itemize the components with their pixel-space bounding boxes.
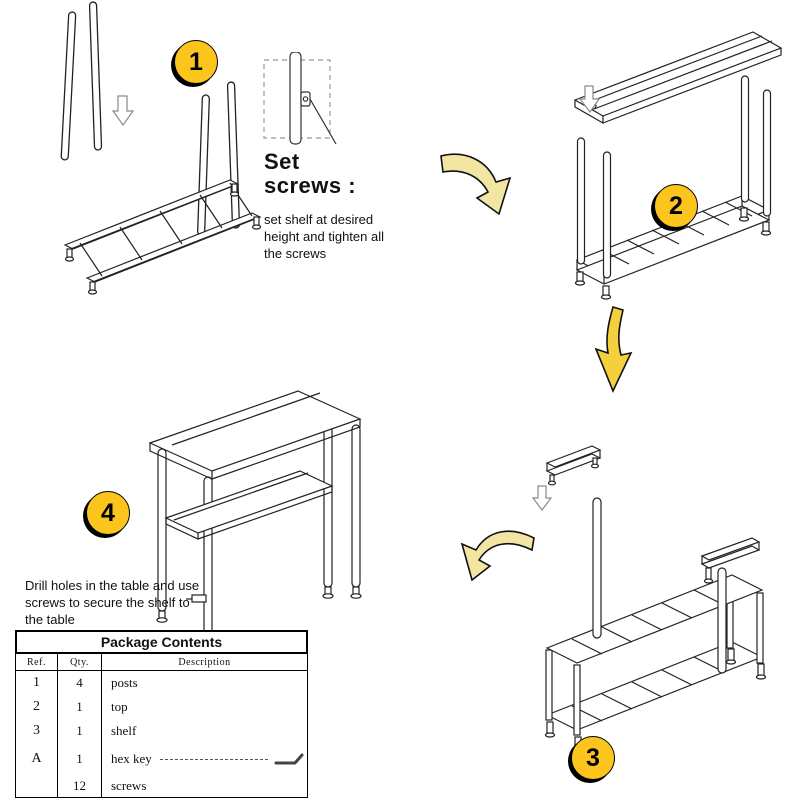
arrow-step1-to-step2-icon: [440, 153, 512, 216]
pkg-row-description: hex key: [102, 743, 307, 775]
pkg-row-ref: 2: [16, 695, 58, 719]
hex-key-label: hex key: [111, 751, 152, 766]
pkg-row-description: shelf: [111, 723, 137, 738]
down-arrow-icon: [578, 85, 601, 114]
step2-badge: 2: [654, 184, 698, 228]
hex-key-dash-line: [159, 758, 268, 760]
pkg-row-ref: 1: [16, 671, 58, 695]
step1-posts-and-frame-illustration: [60, 1, 262, 295]
col-header-qty: Qty.: [58, 654, 102, 671]
pkg-row-description: screws: [111, 778, 147, 793]
set-screws-description: set shelf at desired height and tighten …: [264, 212, 384, 261]
down-arrow-icon: [531, 485, 553, 511]
package-contents-table: Package Contents Ref. Qty. Description 1…: [15, 630, 308, 798]
step4-badge: 4: [86, 491, 130, 535]
pkg-row-ref: [16, 775, 58, 797]
pkg-row-qty: 1: [58, 743, 102, 775]
pkg-row-ref: 3: [16, 719, 58, 743]
package-contents-title: Package Contents: [15, 630, 308, 654]
pkg-row-description: posts: [111, 675, 138, 690]
pkg-row-qty: 12: [58, 775, 102, 797]
step1-badge: 1: [174, 40, 218, 84]
hex-key-icon: [274, 753, 304, 765]
pkg-row-ref: A: [16, 743, 58, 775]
step3-shelf-assembly-illustration: [531, 445, 767, 753]
package-contents-grid: Ref. Qty. Description 1 4 posts 2 1 top …: [15, 654, 308, 798]
down-arrow-icon: [111, 95, 135, 127]
step4-note: Drill holes in the table and use screws …: [25, 578, 200, 627]
pkg-row-qty: 1: [58, 695, 102, 719]
pkg-row-qty: 4: [58, 671, 102, 695]
step2-top-and-legs-illustration: [573, 31, 783, 300]
set-screws-title: Set screws :: [264, 149, 357, 199]
step3-badge: 3: [571, 736, 615, 780]
pkg-row-qty: 1: [58, 719, 102, 743]
arrow-step2-to-step3-icon: [594, 306, 633, 393]
set-screw-detail-inset: [263, 52, 337, 145]
col-header-description: Description: [102, 654, 307, 671]
col-header-ref: Ref.: [16, 654, 58, 671]
arrow-to-step3-icon: [460, 530, 535, 582]
pkg-row-description: top: [111, 699, 128, 714]
